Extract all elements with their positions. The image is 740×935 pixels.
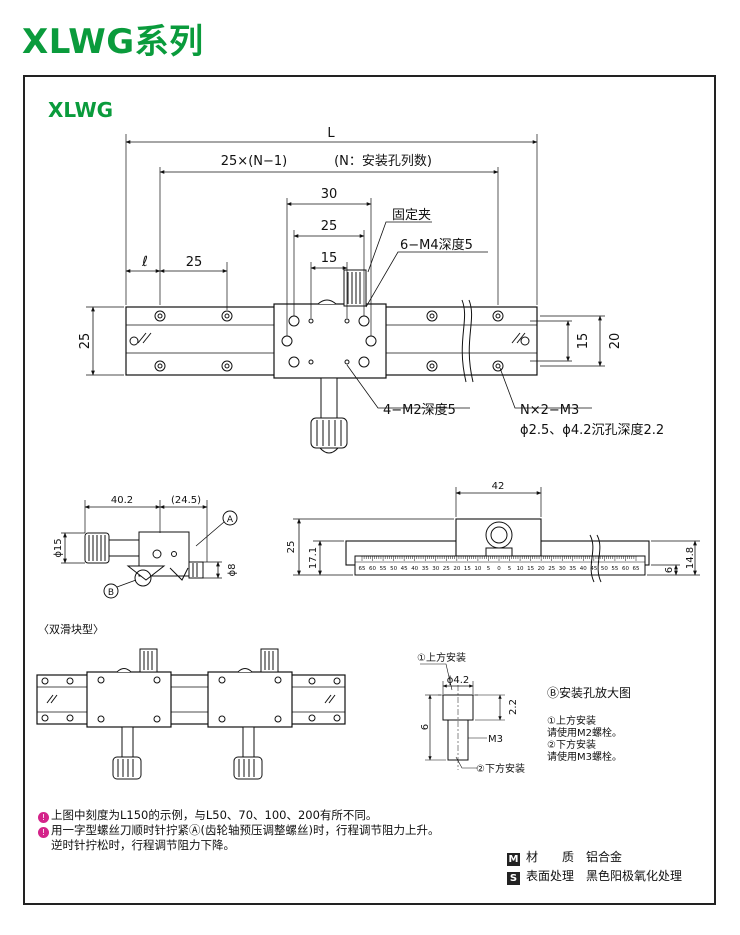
marker-b: B xyxy=(108,588,114,598)
scale-tick-label: 60 xyxy=(622,566,629,572)
scale-tick-label: 5 xyxy=(508,566,512,572)
scale-tick-label: 25 xyxy=(443,566,450,572)
marker-a: A xyxy=(227,515,234,525)
scale-tick-label: 30 xyxy=(432,566,439,572)
double-slide-view xyxy=(36,648,346,780)
scale-tick-label: 5 xyxy=(487,566,491,572)
scale-tick-label: 0 xyxy=(497,566,501,572)
rail-holes xyxy=(129,310,530,372)
detail-b-note1: ①上方安装 xyxy=(547,714,596,727)
scale-tick-label: 65 xyxy=(359,566,366,572)
scale-tick-label: 35 xyxy=(422,566,429,572)
material-tag: M xyxy=(507,853,520,866)
scale-tick-label: 40 xyxy=(411,566,418,572)
warning-icon: ! xyxy=(38,827,49,838)
dim-6-detail: 6 xyxy=(420,724,431,730)
front-view-labels: 42 25 17.1 6 14.8 xyxy=(286,481,696,573)
detail-b-view xyxy=(420,663,505,770)
dim-pitch-note: (N：安装孔列数) xyxy=(334,154,432,169)
scale-tick-label: 20 xyxy=(453,566,460,572)
scale-tick-label: 15 xyxy=(527,566,534,572)
top-view xyxy=(86,134,605,454)
side-view-labels: 40.2 (24.5) ϕ15 ϕ8 A B xyxy=(53,495,238,598)
surface-value: 黑色阳极氧化处理 xyxy=(586,869,683,883)
scale-tick-label: 25 xyxy=(548,566,555,572)
label-counterbore: ϕ2.5、ϕ4.2沉孔深度2.2 xyxy=(520,422,664,438)
dim-phi8: ϕ8 xyxy=(227,564,238,577)
double-slide-label: 〈双滑块型〉 xyxy=(38,622,104,636)
note-3-text: 逆时针拧松时，行程调节阻力下降。 xyxy=(51,838,235,852)
dim-40-2: 40.2 xyxy=(111,495,133,506)
scale-tick-label: 40 xyxy=(580,566,587,572)
scale-tick-label: 20 xyxy=(538,566,545,572)
spec-surface: S 表面处理 黑色阳极氧化处理 xyxy=(507,867,682,885)
dim-6-front: 6 xyxy=(664,567,675,573)
front-view xyxy=(293,487,700,583)
dim-15-right: 15 xyxy=(576,333,591,350)
detail-b-labels: ①上方安装 ②下方安装 ϕ4.2 2.2 6 M3 Ⓑ安装孔放大图 ①上方安装 … xyxy=(417,651,631,775)
label-m4: 6−M4深度5 xyxy=(400,237,473,253)
dim-phi4-2: ϕ4.2 xyxy=(447,675,470,686)
spec-material: M 材 质 铝合金 xyxy=(507,848,622,866)
dim-17-1: 17.1 xyxy=(308,547,319,569)
dim-24-5: (24.5) xyxy=(171,495,201,506)
surface-label: 表面处理 xyxy=(526,869,575,883)
dim-20-right: 20 xyxy=(608,333,623,350)
scale-tick-label: 55 xyxy=(380,566,387,572)
notes-block: !上图中刻度为L150的示例，与L50、70、100、200有所不同。 !用一字… xyxy=(38,808,439,852)
detail-b-note2: 请使用M2螺栓。 xyxy=(547,726,622,739)
warning-icon: ! xyxy=(38,812,49,823)
scale-tick-label: 45 xyxy=(590,566,597,572)
detail-b-note4: 请使用M3螺栓。 xyxy=(547,750,622,763)
scale-tick-label: 60 xyxy=(369,566,376,572)
note-2: !用一字型螺丝刀顺时针拧紧Ⓐ(齿轮轴预压调整螺丝)时，行程调节阻力上升。 xyxy=(38,823,439,838)
side-view xyxy=(61,500,238,599)
label-clamp: 固定夹 xyxy=(392,208,431,223)
dim-m3-detail: M3 xyxy=(488,734,503,745)
note-2-text: 用一字型螺丝刀顺时针拧紧Ⓐ(齿轮轴预压调整螺丝)时，行程调节阻力上升。 xyxy=(51,823,440,837)
note-3: 逆时针拧松时，行程调节阻力下降。 xyxy=(38,838,439,852)
detail-b-title: Ⓑ安装孔放大图 xyxy=(547,685,631,700)
dim-ell: ℓ xyxy=(141,254,148,270)
surface-tag: S xyxy=(507,872,520,885)
detail-b-label-top: ①上方安装 xyxy=(417,651,466,664)
scale-tick-label: 10 xyxy=(517,566,524,572)
dim-2-2: 2.2 xyxy=(508,699,519,715)
detail-b-label-bottom: ②下方安装 xyxy=(476,762,525,775)
dim-25-left: 25 xyxy=(186,255,203,270)
scale-tick-label: 15 xyxy=(464,566,471,572)
note-1: !上图中刻度为L150的示例，与L50、70、100、200有所不同。 xyxy=(38,808,439,823)
dim-42: 42 xyxy=(492,481,505,492)
dim-25-inner: 25 xyxy=(321,219,338,234)
drawing-subtitle: XLWG xyxy=(48,98,114,122)
top-view-labels: L 25×(N−1) (N：安装孔列数) 30 25 15 ℓ 25 25 15… xyxy=(78,126,664,438)
dim-25-front: 25 xyxy=(286,541,297,554)
scale-ticks xyxy=(361,556,637,561)
scale-tick-label: 50 xyxy=(601,566,608,572)
dim-pitch: 25×(N−1) xyxy=(221,154,287,169)
scale-tick-label: 65 xyxy=(633,566,640,572)
dim-phi15: ϕ15 xyxy=(53,538,64,557)
label-nx: N×2−M3 xyxy=(520,403,579,418)
dim-30: 30 xyxy=(321,187,338,202)
material-value: 铝合金 xyxy=(586,850,623,864)
dim-l: L xyxy=(327,126,335,141)
label-m2: 4−M2深度5 xyxy=(383,402,456,418)
dim-height-25: 25 xyxy=(78,333,93,350)
note-1-text: 上图中刻度为L150的示例，与L50、70、100、200有所不同。 xyxy=(51,808,378,822)
scale-tick-label: 55 xyxy=(611,566,618,572)
detail-b-note3: ②下方安装 xyxy=(547,738,596,751)
page-title: XLWG系列 xyxy=(22,22,204,62)
dim-15-inner: 15 xyxy=(321,251,338,266)
scale-tick-label: 10 xyxy=(474,566,481,572)
scale-tick-label: 50 xyxy=(390,566,397,572)
drawing-frame xyxy=(23,75,716,905)
scale-tick-label: 30 xyxy=(559,566,566,572)
dim-14-8: 14.8 xyxy=(685,547,696,569)
scale-tick-label: 45 xyxy=(401,566,408,572)
scale-tick-label: 35 xyxy=(569,566,576,572)
material-label: 材 质 xyxy=(526,850,575,864)
